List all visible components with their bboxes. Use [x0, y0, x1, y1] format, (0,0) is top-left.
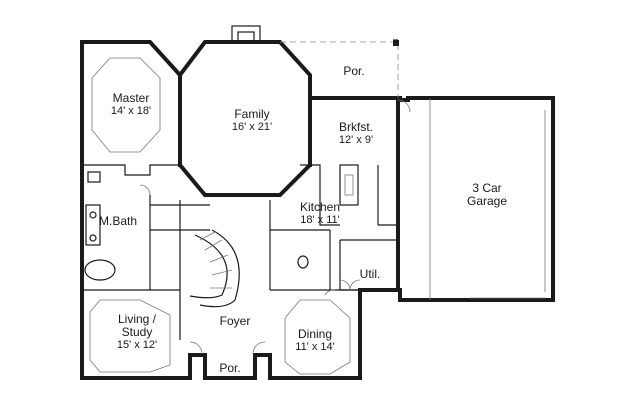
room-family: Family 16' x 21' [217, 108, 287, 134]
room-living-size: 15' x 12' [116, 339, 158, 351]
door-swings [139, 99, 411, 355]
room-family-name: Family [234, 107, 270, 121]
room-dining-size: 11' x 14' [295, 341, 335, 353]
room-master: Master 14' x 18' [100, 92, 162, 118]
staircase [189, 229, 240, 308]
room-breakfast-name: Brkfst. [338, 120, 373, 134]
room-kitchen-size: 18' x 11' [300, 214, 340, 226]
ceiling-details [89, 57, 351, 375]
interior-walls [82, 164, 398, 340]
fireplace [231, 25, 261, 43]
room-garage-line1: 3 Car [472, 181, 502, 195]
room-breakfast-size: 12' x 9' [338, 134, 374, 146]
room-living-line2: Study [121, 325, 153, 339]
room-living-line1: Living / [117, 312, 157, 326]
room-master-name: Master [112, 91, 150, 105]
kitchen-counters [300, 164, 398, 226]
room-kitchen-name: Kitchen [299, 200, 341, 214]
bath-fixtures [84, 171, 309, 281]
rear-porch-outline [280, 39, 399, 98]
room-kitchen: Kitchen 18' x 11' [290, 201, 350, 227]
room-utility-name: Util. [359, 267, 381, 281]
room-foyer-name: Foyer [219, 314, 251, 328]
room-garage-line2: Garage [466, 194, 508, 208]
room-porch-rear-name: Por. [343, 64, 365, 78]
room-utility: Util. [350, 268, 390, 281]
room-family-size: 16' x 21' [231, 121, 273, 133]
room-porch-rear: Por. [336, 65, 372, 78]
room-porch-front-name: Por. [219, 361, 241, 375]
room-master-bath: M.Bath [88, 215, 148, 228]
room-garage: 3 Car Garage [447, 182, 527, 208]
room-master-bath-name: M.Bath [98, 214, 137, 228]
exterior-walls [80, 40, 555, 380]
room-porch-front: Por. [212, 362, 248, 375]
room-dining: Dining 11' x 14' [284, 328, 346, 354]
room-dining-name: Dining [297, 327, 333, 341]
garage-detail [429, 98, 546, 300]
room-master-size: 14' x 18' [110, 105, 152, 117]
room-breakfast: Brkfst. 12' x 9' [326, 121, 386, 147]
room-living-study: Living / Study 15' x 12' [102, 313, 172, 352]
room-foyer: Foyer [210, 315, 260, 328]
